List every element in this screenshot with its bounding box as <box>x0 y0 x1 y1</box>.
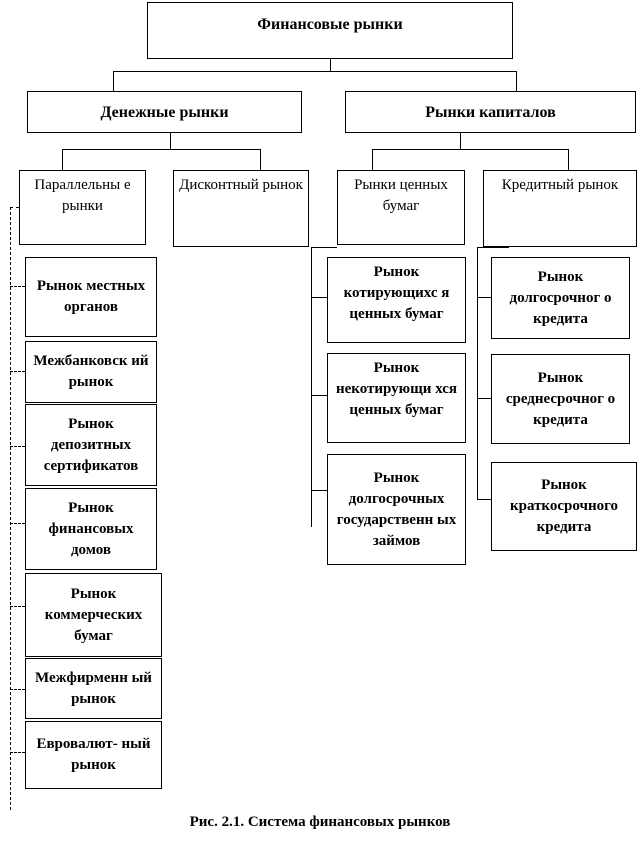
node-commercial-paper-market: Рынок коммерческих бумаг <box>25 573 162 657</box>
node-listed-securities-market: Рынок котирующихс я ценных бумаг <box>327 257 466 343</box>
connector-securities-spine-top <box>311 247 337 248</box>
node-parallel-markets: Параллельны е рынки <box>19 170 146 245</box>
connector-parallel-item-7 <box>10 752 25 753</box>
connector-capital-down <box>460 133 461 149</box>
node-capital-markets: Рынки капиталов <box>345 91 636 133</box>
node-deposit-certificates-market: Рынок депозитных сертификатов <box>25 404 157 486</box>
node-intercompany-market: Межфирменн ый рынок <box>25 658 162 719</box>
node-credit-market: Кредитный рынок <box>483 170 637 247</box>
connector-money-bar <box>62 149 260 150</box>
connector-capital-up <box>516 71 517 91</box>
connector-credit-item-3 <box>477 499 491 500</box>
node-money-markets: Денежные рынки <box>27 91 302 133</box>
node-securities-markets: Рынки ценных бумаг <box>337 170 465 245</box>
connector-securities-item-3 <box>311 490 327 491</box>
connector-credit-item-2 <box>477 398 491 399</box>
node-eurocurrency-market: Евровалют- ный рынок <box>25 721 162 789</box>
connector-root-down <box>330 59 331 71</box>
connector-parallel-item-5 <box>10 606 25 607</box>
node-medium-term-credit-market: Рынок среднесрочног о кредита <box>491 354 630 444</box>
connector-parallel-spine-top <box>10 207 19 208</box>
node-long-term-government-loans-market: Рынок долгосрочных государственн ых займ… <box>327 454 466 565</box>
connector-securities-item-2 <box>311 395 327 396</box>
connector-credit-spine-top <box>477 247 509 248</box>
connector-securities-item-1 <box>311 297 327 298</box>
figure-caption: Рис. 2.1. Система финансовых рынков <box>189 814 451 830</box>
node-local-authorities-market: Рынок местных органов <box>25 257 157 337</box>
connector-parallel-item-4 <box>10 523 25 524</box>
node-interbank-market: Межбанковск ий рынок <box>25 341 157 403</box>
connector-parallel-up <box>62 149 63 170</box>
connector-parallel-item-2 <box>10 371 25 372</box>
connector-parallel-item-6 <box>10 689 25 690</box>
node-short-term-credit-market: Рынок краткосрочного кредита <box>491 462 637 551</box>
node-finance-houses-market: Рынок финансовых домов <box>25 488 157 570</box>
connector-credit-spine <box>477 247 478 500</box>
connector-parallel-spine <box>10 207 11 810</box>
connector-level1-bar <box>113 71 516 72</box>
connector-credit-up <box>568 149 569 170</box>
connector-parallel-item-1 <box>10 286 25 287</box>
connector-discount-up <box>260 149 261 170</box>
connector-credit-item-1 <box>477 297 491 298</box>
connector-parallel-item-3 <box>10 446 25 447</box>
node-unlisted-securities-market: Рынок некотирующи хся ценных бумаг <box>327 353 466 443</box>
node-discount-market: Дисконтный рынок <box>173 170 309 247</box>
connector-money-down <box>170 133 171 149</box>
connector-capital-bar <box>372 149 568 150</box>
connector-money-up <box>113 71 114 91</box>
node-financial-markets: Финансовые рынки <box>147 2 513 59</box>
connector-securities-spine <box>311 247 312 527</box>
connector-securities-up <box>372 149 373 170</box>
node-long-term-credit-market: Рынок долгосрочног о кредита <box>491 257 630 339</box>
